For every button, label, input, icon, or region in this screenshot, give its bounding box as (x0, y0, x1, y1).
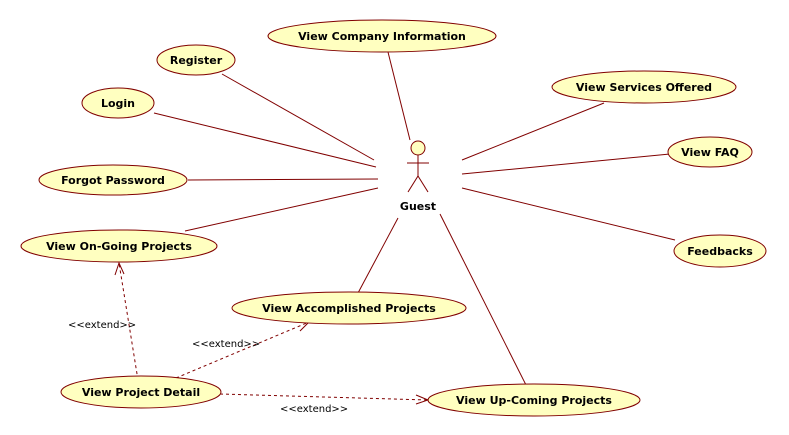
assoc-upcoming (439, 213, 527, 386)
use-case-login[interactable]: Login (81, 87, 155, 119)
use-case-view-accomplished-projects[interactable]: View Accomplished Projects (231, 291, 467, 325)
extend-arrowhead-ongoing (114, 261, 125, 276)
extend-label-accomplished: <<extend>> (192, 339, 260, 350)
actor-right-leg (417, 175, 429, 193)
assoc-login (153, 112, 377, 168)
actor-left-leg (407, 175, 419, 193)
assoc-faq (461, 153, 671, 175)
actor-head (410, 140, 426, 156)
use-case-label: View On-Going Projects (46, 240, 192, 253)
extend-line-accomplished (175, 321, 310, 379)
use-case-label: View Project Detail (82, 386, 200, 399)
actor-label: Guest (400, 200, 436, 213)
use-case-label: Forgot Password (61, 174, 165, 187)
assoc-accomplished (357, 217, 399, 294)
use-case-view-project-detail[interactable]: View Project Detail (60, 375, 222, 409)
use-case-label: Login (101, 97, 135, 110)
use-case-view-faq[interactable]: View FAQ (667, 136, 753, 168)
use-case-feedbacks[interactable]: Feedbacks (673, 234, 767, 268)
use-case-register[interactable]: Register (156, 44, 236, 76)
use-case-view-upcoming-projects[interactable]: View Up-Coming Projects (427, 383, 641, 417)
extend-label-upcoming: <<extend>> (280, 404, 348, 415)
assoc-company-info (387, 51, 411, 141)
extend-arrowhead-upcoming (415, 394, 430, 405)
use-case-label: View Up-Coming Projects (456, 394, 612, 407)
use-case-label: View Services Offered (576, 81, 712, 94)
assoc-feedbacks (461, 187, 676, 241)
assoc-services (461, 102, 605, 161)
use-case-label: View Company Information (298, 30, 466, 43)
use-case-label: View Accomplished Projects (262, 302, 436, 315)
extend-line-upcoming (219, 393, 429, 401)
use-case-label: Register (170, 54, 223, 67)
assoc-register (221, 73, 375, 161)
extend-label-ongoing: <<extend>> (68, 320, 136, 331)
assoc-ongoing (184, 187, 379, 232)
use-case-view-company-information[interactable]: View Company Information (267, 19, 497, 53)
actor-guest[interactable]: Guest (400, 140, 436, 213)
assoc-forgot-password (187, 178, 379, 181)
use-case-view-services-offered[interactable]: View Services Offered (551, 70, 737, 104)
use-case-label: Feedbacks (687, 245, 753, 258)
use-case-forgot-password[interactable]: Forgot Password (38, 164, 188, 196)
extend-line-ongoing (118, 262, 139, 381)
use-case-label: View FAQ (681, 146, 739, 159)
use-case-view-ongoing-projects[interactable]: View On-Going Projects (20, 229, 218, 263)
